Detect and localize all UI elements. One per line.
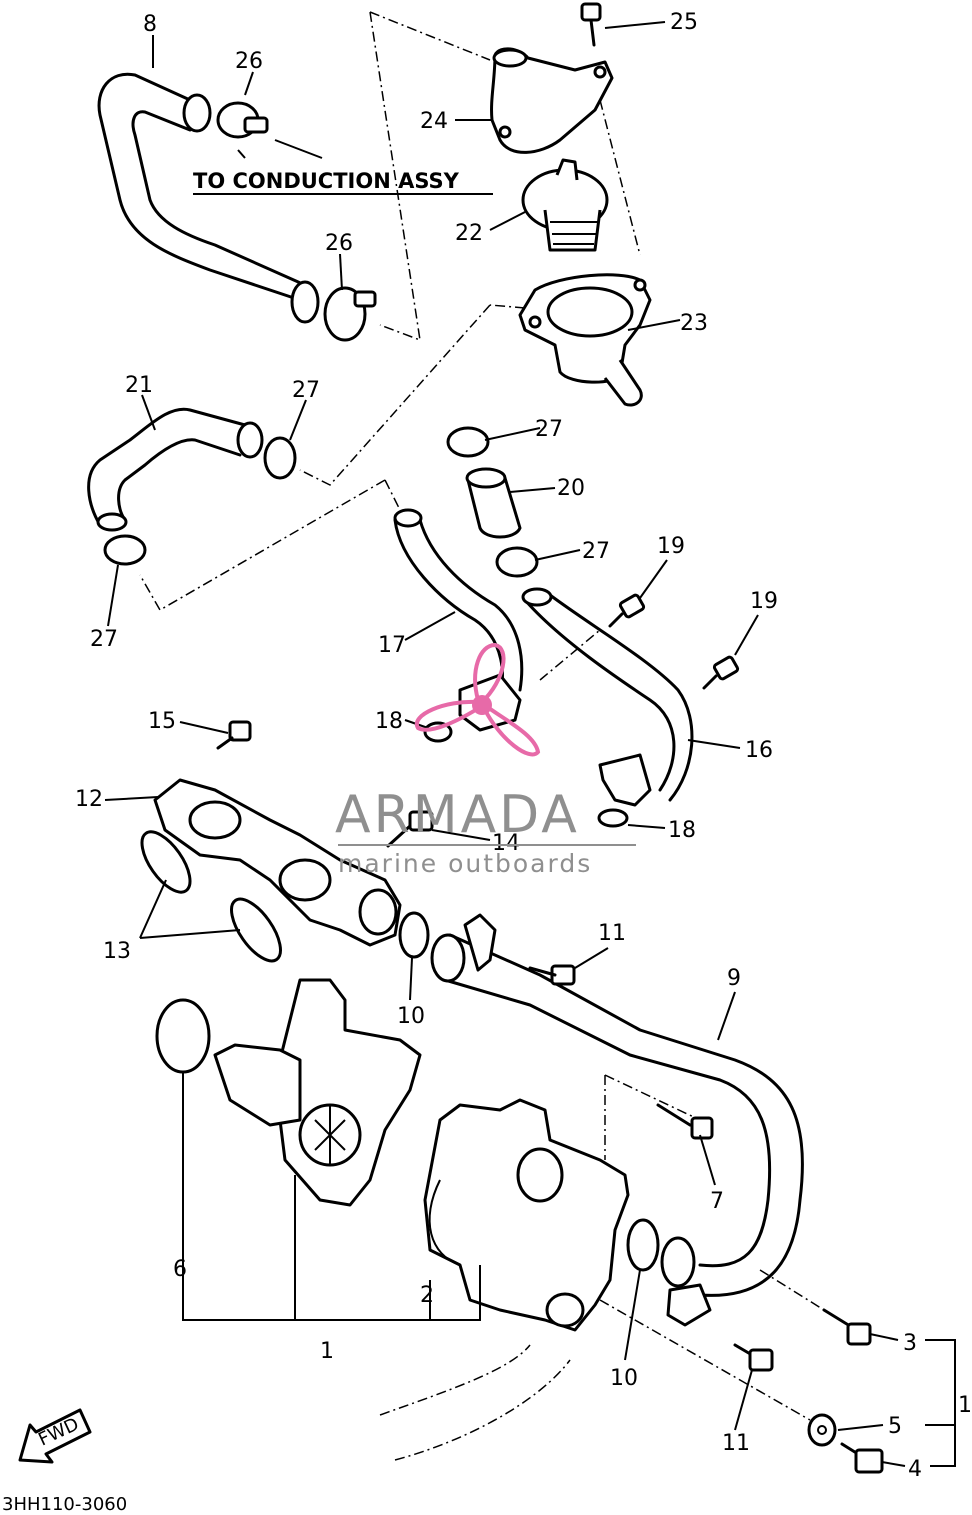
callout-1: 1	[958, 1393, 972, 1418]
bolt-11-lower	[733, 1343, 774, 1372]
bolt-4	[840, 1442, 884, 1474]
bolt-14	[386, 810, 434, 848]
pump-housing	[423, 1098, 630, 1332]
gasket-13-b	[230, 897, 282, 963]
callout-16: 16	[745, 738, 773, 763]
callout-27: 27	[535, 417, 563, 442]
bolt-19-a	[608, 593, 646, 628]
pipe-20	[465, 467, 522, 539]
pipe-16	[521, 587, 694, 807]
manifold-12	[153, 778, 402, 947]
callout-27: 27	[90, 627, 118, 652]
o-ring-10-b	[626, 1218, 660, 1272]
callout-12: 12	[75, 787, 103, 812]
o-ring-18-b	[597, 808, 629, 828]
callout-23: 23	[680, 311, 708, 336]
callout-10: 10	[397, 1004, 425, 1029]
callouts: 8 26 25 24 22 26 23 21 27 27 20 27 19 19…	[75, 10, 972, 1482]
o-ring-6	[155, 998, 211, 1074]
callout-11: 11	[722, 1431, 750, 1456]
callout-14: 14	[492, 831, 520, 856]
thermostat-22	[521, 158, 609, 252]
callout-24: 24	[420, 109, 448, 134]
callout-15: 15	[148, 709, 176, 734]
callout-10: 10	[610, 1366, 638, 1391]
callout-21: 21	[125, 373, 153, 398]
assembly-dash-lines	[139, 11, 841, 1461]
callout-2: 2	[420, 1283, 434, 1308]
bolt-7	[656, 1103, 714, 1140]
bolt-3	[822, 1308, 872, 1346]
callout-3: 3	[903, 1331, 917, 1356]
gasket-13-a	[140, 830, 192, 894]
fwd-arrow-icon: FWD	[18, 1408, 92, 1464]
callout-19: 19	[750, 589, 778, 614]
callout-11: 11	[598, 921, 626, 946]
hose-8	[97, 72, 320, 324]
propeller-logo-icon	[414, 642, 541, 757]
pipe-17	[393, 508, 524, 732]
conduction-banner: TO CONDUCTION ASSY	[193, 169, 460, 193]
clamp-27-b	[103, 534, 147, 566]
clamp-27-c	[446, 426, 490, 458]
bolt-11-upper	[528, 964, 576, 986]
callout-17: 17	[378, 633, 406, 658]
armada-watermark: ARMADA marine outboards	[335, 642, 636, 878]
thermostat-cover-24	[490, 47, 614, 154]
water-pump-body	[213, 978, 422, 1207]
clamp-26-upper	[216, 101, 269, 159]
callout-25: 25	[670, 10, 698, 35]
callout-7: 7	[710, 1189, 724, 1214]
bolt-19-b	[702, 655, 740, 690]
hose-21	[87, 407, 264, 532]
callout-9: 9	[727, 966, 741, 991]
callout-1: 1	[320, 1339, 334, 1364]
callout-26: 26	[325, 231, 353, 256]
callout-27: 27	[292, 378, 320, 403]
callout-18: 18	[668, 818, 696, 843]
callout-20: 20	[557, 476, 585, 501]
clamp-27-a	[263, 436, 297, 480]
callout-6: 6	[173, 1257, 187, 1282]
thermostat-housing-23	[518, 273, 652, 407]
clamp-27-d	[495, 546, 539, 578]
bolt-15	[216, 720, 252, 750]
clamp-26-lower	[323, 286, 377, 342]
callout-5: 5	[888, 1414, 902, 1439]
bolt-25	[580, 2, 602, 47]
callout-13: 13	[103, 939, 131, 964]
callout-18: 18	[375, 709, 403, 734]
callout-19: 19	[657, 534, 685, 559]
diagram-code: 3HH110-3060	[2, 1494, 127, 1515]
pipe-9	[430, 913, 804, 1327]
callout-26: 26	[235, 49, 263, 74]
leader-lines	[104, 21, 956, 1467]
watermark-brand: ARMADA	[335, 785, 580, 845]
callout-27: 27	[582, 539, 610, 564]
callout-22: 22	[455, 221, 483, 246]
callout-4: 4	[908, 1457, 922, 1482]
callout-8: 8	[143, 12, 157, 37]
watermark-tagline: marine outboards	[338, 849, 592, 878]
washer-5	[807, 1413, 837, 1447]
o-ring-10-a	[398, 911, 430, 959]
